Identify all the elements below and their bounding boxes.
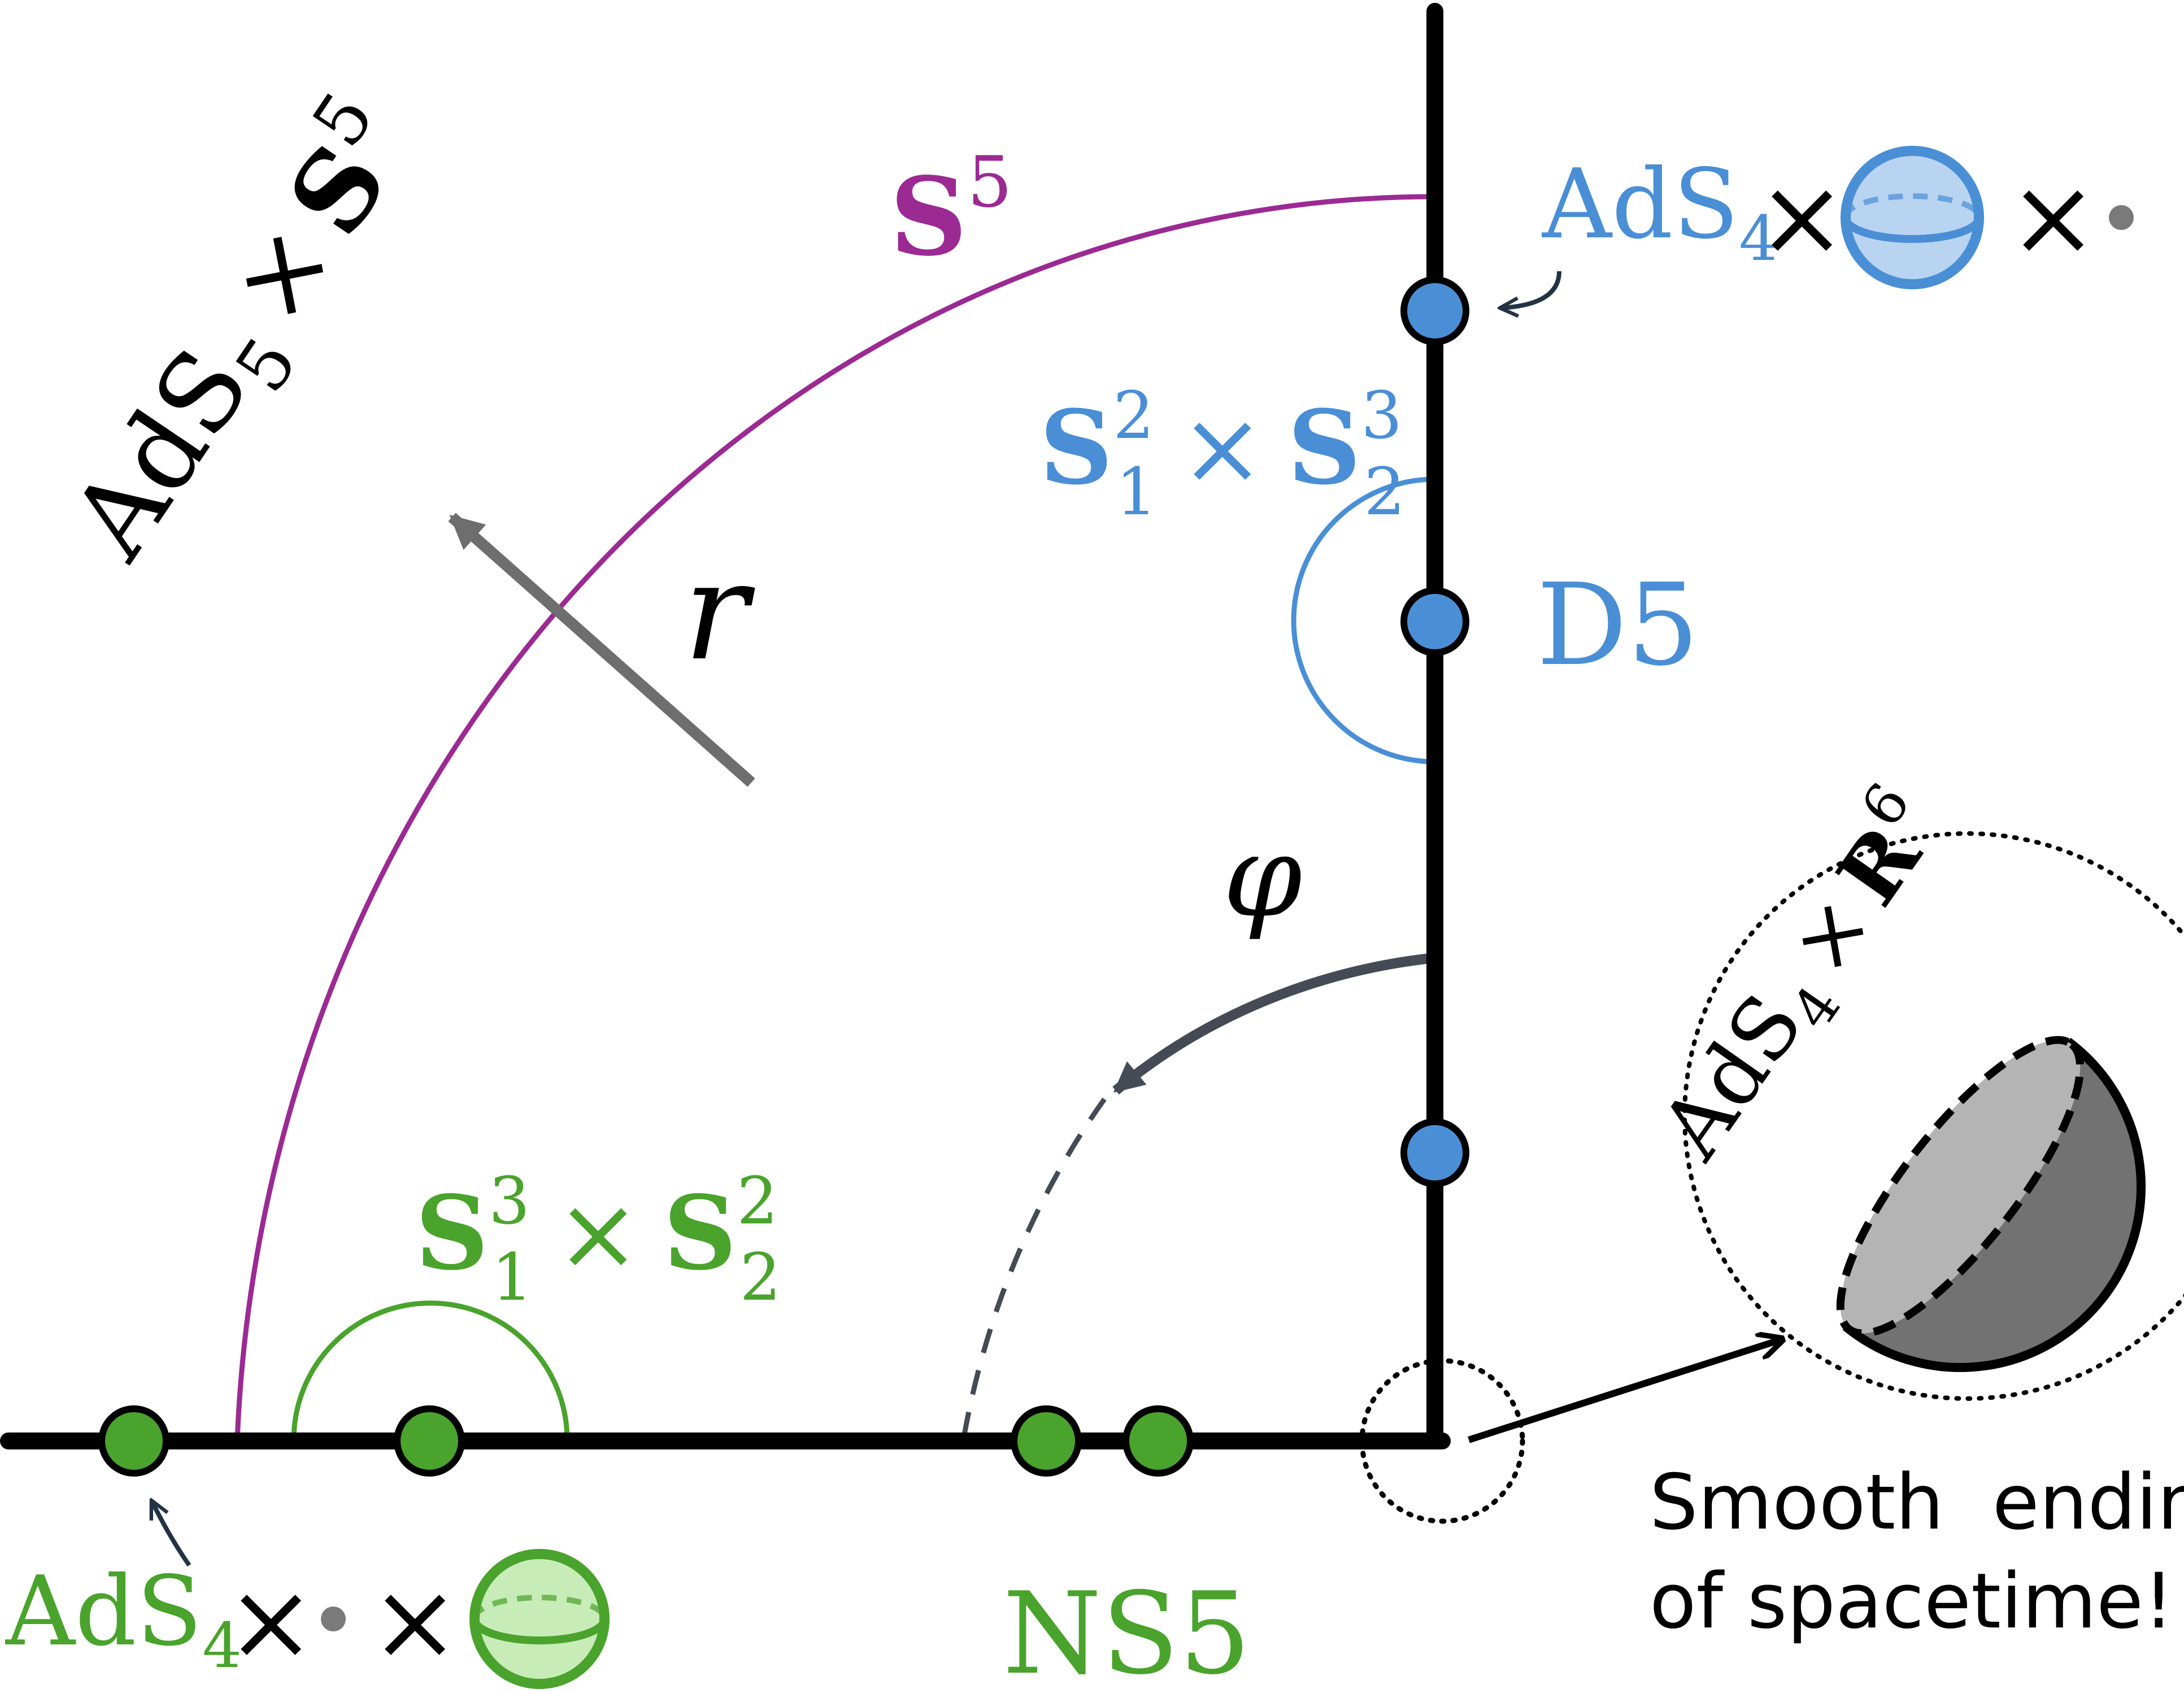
inset-dotted-circle	[1682, 831, 2184, 1401]
ads5-s5-label: AdS5×S5	[36, 78, 451, 589]
ns5-label: NS5	[1003, 1568, 1251, 1693]
phi-label: φ	[1223, 811, 1302, 943]
phi-dashed-arc	[960, 1097, 1107, 1442]
ns5-dot-3	[1011, 1405, 1082, 1477]
green-sphere-icon	[469, 1549, 610, 1689]
times-bottom-1: ×	[226, 1559, 316, 1684]
times-top-2: ×	[2008, 155, 2098, 280]
times-top-1: ×	[1757, 155, 1847, 280]
d5-dot-bottom	[1400, 1118, 1469, 1187]
ads4-bottom-label: AdS4	[5, 1556, 242, 1682]
point-icon-bottom	[321, 1607, 346, 1631]
point-icon-top	[2109, 205, 2134, 230]
ns5-dot-4	[1123, 1405, 1194, 1477]
ns5-semicircle	[291, 1300, 570, 1440]
d5-dot-top	[1400, 276, 1469, 345]
blue-sphere-icon	[1841, 146, 1984, 289]
inset-arrow	[1468, 1339, 1782, 1443]
bottom-ads4-pointer	[149, 1500, 192, 1567]
ns5-dot-1	[98, 1405, 169, 1477]
smooth-ending-line2: of spacetime!	[1650, 1557, 2174, 1646]
hemisphere-icon	[1836, 1036, 2146, 1372]
d5-dot-middle	[1400, 587, 1469, 656]
inset-ads4-r6-label: AdS4×R6	[1630, 771, 1972, 1184]
phi-arrow	[1112, 953, 1435, 1095]
s5-arc	[234, 194, 1435, 1440]
s5-arc-label: S5	[890, 141, 1012, 280]
smooth-ending-line1: Smooth ending	[1650, 1458, 2184, 1547]
times-bottom-2: ×	[370, 1559, 460, 1684]
ns5-dot-2	[394, 1405, 465, 1477]
ads4-top-label: AdS4	[1542, 149, 1778, 275]
r-label: r	[684, 532, 755, 691]
d5-label: D5	[1537, 559, 1699, 691]
r-arrow	[448, 513, 755, 787]
d5-semicircle	[1291, 476, 1435, 765]
top-ads4-pointer	[1500, 271, 1561, 308]
